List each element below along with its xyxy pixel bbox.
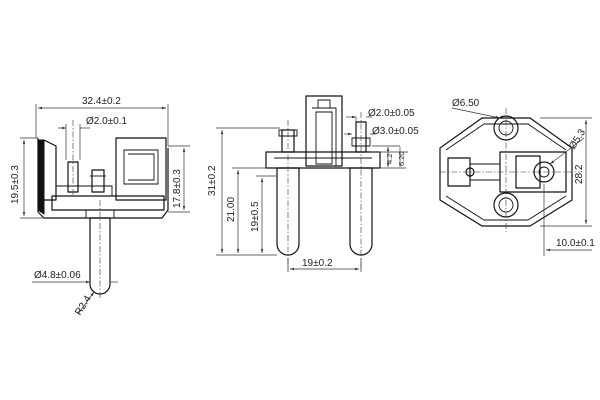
front-pin-spacing-label: 19±0.2 — [302, 258, 333, 269]
side-pin-body-dia-label: Ø4.8±0.06 — [34, 270, 81, 281]
front-small-pin-dia-label: Ø2.0±0.05 — [368, 108, 415, 119]
side-pin-dia-label: Ø2.0±0.1 — [86, 116, 128, 127]
side-right-window-inner — [128, 153, 155, 181]
side-base-rail — [51, 195, 165, 211]
side-main-pin-collar — [85, 209, 115, 219]
front-overall-height-label: 31±0.2 — [207, 165, 218, 196]
side-left-wall — [37, 139, 45, 215]
top-left-block — [447, 157, 471, 187]
front-pin-left — [276, 167, 300, 256]
side-main-pin — [89, 217, 111, 295]
front-tower — [305, 95, 343, 167]
side-small-pin-left — [67, 161, 79, 193]
side-overall-width-label: 32.4±0.2 — [82, 96, 121, 107]
dim-leader — [549, 137, 585, 165]
front-inner-height-label: 21.00 — [226, 197, 237, 222]
top-view: Ø6.50 Ø5.3 28.2 10.0±0.1 — [439, 98, 595, 256]
front-step-a-label: 4.2 — [385, 154, 394, 164]
side-height-left-label: 19.5±0.3 — [10, 165, 21, 204]
side-left-inner — [43, 139, 57, 201]
front-small-pin-left-head — [278, 129, 298, 137]
front-tower-inner — [312, 107, 337, 166]
top-offset-label: 10.0±0.1 — [556, 238, 595, 249]
front-small-pin-right — [355, 121, 367, 153]
side-view: 32.4±0.2 Ø2.0±0.1 19.5±0.3 17.8±0.3 Ø4.8… — [10, 96, 190, 318]
side-height-right-label: 17.8±0.3 — [172, 169, 183, 208]
side-right-window — [123, 149, 159, 185]
side-right-box — [115, 137, 167, 201]
dim-leader — [451, 107, 501, 119]
front-pin-length-label: 19±0.5 — [250, 201, 261, 232]
front-large-pin-dia-label: Ø3.0±0.05 — [372, 126, 419, 137]
top-hole-dia-label: Ø6.50 — [452, 98, 480, 109]
top-contact-clip — [515, 155, 541, 189]
dim-leader — [77, 291, 95, 315]
front-view: 31±0.2 21.00 19±0.5 19±0.2 Ø2.0±0.05 Ø3.… — [207, 95, 419, 272]
top-arc-dia-label: Ø5.3 — [567, 127, 588, 152]
front-tower-slot — [315, 111, 333, 165]
front-tower-notch — [317, 99, 331, 109]
top-height-label: 28.2 — [574, 164, 585, 184]
top-contact-frame — [499, 151, 567, 193]
front-small-pin-right-collar — [351, 137, 371, 147]
front-step-b-label: 6.20 — [397, 151, 406, 166]
side-tip-radius-label: R2.4 — [73, 293, 94, 317]
front-pin-right — [349, 167, 373, 256]
side-small-pin-right — [91, 169, 105, 193]
